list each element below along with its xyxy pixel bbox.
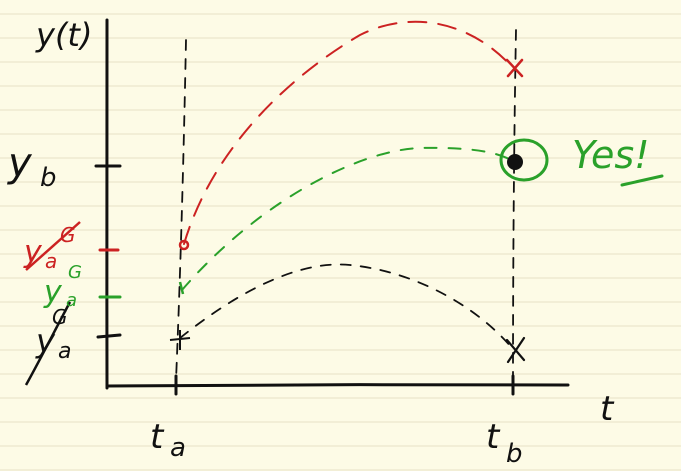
vertical-ta (175, 39, 187, 381)
tick-ya-black (96, 333, 122, 339)
ya-black-subscript: a (58, 339, 71, 364)
black-end-cross-icon (505, 336, 526, 364)
ya-red-subscript: a (45, 249, 57, 273)
red-end-cross-icon (505, 58, 524, 78)
red-start-point (178, 239, 190, 251)
red-trajectory (183, 20, 514, 245)
tb-subscript: b (506, 439, 523, 469)
green-start-mark (178, 281, 185, 295)
ya-black-superscript: G (52, 305, 68, 329)
ya-red-superscript: G (60, 223, 76, 247)
paper-rules (0, 13, 681, 471)
boundary-lines (175, 29, 517, 383)
red-strikethrough (25, 221, 81, 271)
ya-green-label: y (43, 275, 63, 310)
ta-label: t (150, 417, 165, 457)
black-strikethrough (24, 301, 72, 386)
x-axis-line (105, 383, 570, 388)
axes (94, 18, 570, 396)
yb-subscript: b (40, 163, 57, 193)
y-axis-label: y(t) (35, 16, 92, 54)
target-point-icon (507, 154, 523, 170)
x-axis-label: t (600, 389, 615, 429)
ya-green-superscript: G (68, 262, 82, 283)
yes-annotation: Yes! (572, 133, 649, 177)
tb-label: t (486, 417, 501, 457)
yb-label: y (7, 140, 33, 186)
ya-red-label: y (23, 235, 43, 270)
yes-underline (620, 174, 664, 187)
vertical-tb (512, 29, 517, 383)
green-target-circle (499, 138, 549, 182)
green-trajectory (181, 146, 515, 291)
black-trajectory (179, 263, 513, 349)
ya-black-label: y (35, 322, 56, 360)
black-start-cross (169, 330, 191, 350)
ta-subscript: a (170, 433, 186, 463)
ya-green-subscript: a (66, 290, 77, 311)
